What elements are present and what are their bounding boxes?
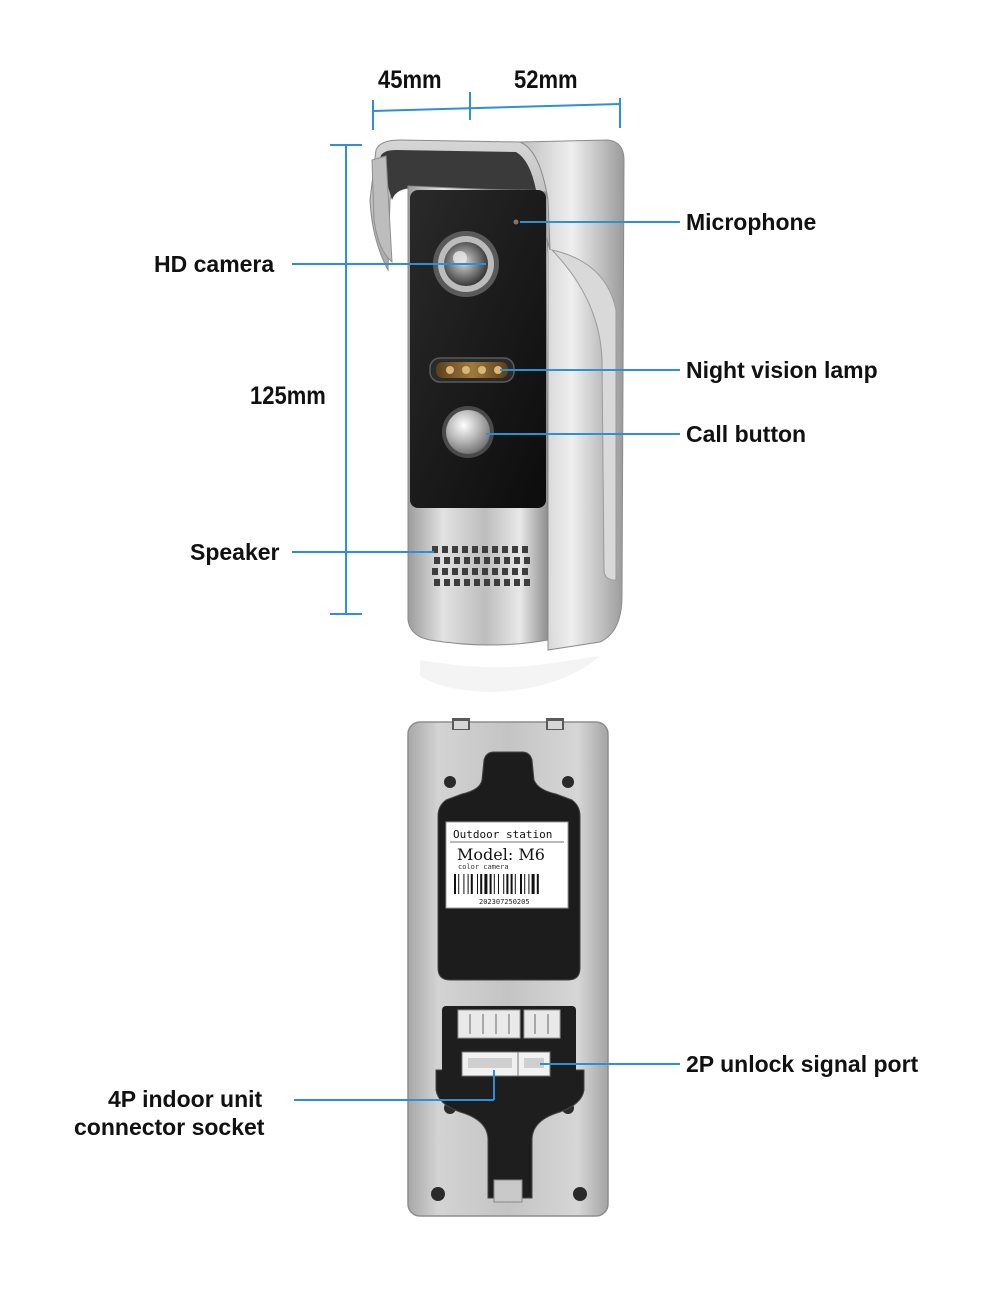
call-button-label: Call button [686, 421, 807, 447]
speaker-hole [494, 579, 500, 586]
speaker-hole [472, 546, 478, 553]
unlock-port-label: 2P unlock signal port [686, 1051, 919, 1077]
barcode-bar [536, 874, 539, 894]
microphone-hole-icon [513, 219, 519, 225]
speaker-hole [474, 557, 480, 564]
speaker-hole [502, 546, 508, 553]
barcode-bar [514, 874, 516, 894]
speaker-hole [464, 579, 470, 586]
speaker-hole [494, 557, 500, 564]
speaker-hole [462, 568, 468, 575]
speaker-hole [502, 568, 508, 575]
speaker-hole [432, 546, 438, 553]
speaker-hole [452, 568, 458, 575]
barcode-bar [463, 874, 465, 894]
speaker-hole [454, 579, 460, 586]
barcode-bar [458, 874, 460, 894]
speaker-hole [484, 579, 490, 586]
speaker-hole [524, 557, 530, 564]
speaker-hole [522, 568, 528, 575]
speaker-hole [512, 546, 518, 553]
speaker-hole [524, 579, 530, 586]
label-heading: Outdoor station [453, 828, 552, 841]
barcode-bar [503, 874, 505, 894]
speaker-hole [514, 579, 520, 586]
speaker-hole [504, 579, 510, 586]
speaker-grille-icon [432, 546, 530, 586]
speaker-hole [514, 557, 520, 564]
height-label: 125mm [250, 382, 326, 410]
speaker-hole [444, 579, 450, 586]
speaker-hole [482, 546, 488, 553]
barcode-bar [531, 874, 535, 894]
width-dimension-line [372, 103, 621, 112]
speaker-hole [454, 557, 460, 564]
hd-camera-label: HD camera [154, 251, 275, 277]
barcode-bar [480, 874, 483, 894]
speaker-hole [462, 546, 468, 553]
barcode-bar [520, 874, 522, 894]
speaker-hole [474, 579, 480, 586]
speaker-hole [512, 568, 518, 575]
leader-lines [292, 221, 680, 1101]
speaker-hole [464, 557, 470, 564]
speaker-hole [522, 546, 528, 553]
speaker-hole [444, 557, 450, 564]
speaker-hole [434, 557, 440, 564]
barcode-bar [467, 874, 469, 894]
night-vision-lamp-label: Night vision lamp [686, 357, 878, 383]
depth-b-label: 52mm [514, 66, 578, 94]
barcode-bar [510, 874, 513, 894]
label-model: Model: M6 [457, 845, 545, 864]
speaker-hole [504, 557, 510, 564]
speaker-hole [492, 546, 498, 553]
call-button-icon [442, 406, 494, 458]
depth-a-label: 45mm [378, 66, 442, 94]
speaker-hole [452, 546, 458, 553]
front-unit [369, 139, 625, 692]
barcode-bar [477, 874, 478, 894]
speaker-label: Speaker [190, 539, 280, 565]
barcode-bar [470, 874, 473, 894]
barcode-bar [493, 874, 495, 894]
microphone-label: Microphone [686, 209, 817, 235]
speaker-hole [442, 568, 448, 575]
speaker-hole [434, 579, 440, 586]
dimension-lines [330, 92, 621, 615]
speaker-hole [482, 568, 488, 575]
speaker-hole [442, 546, 448, 553]
barcode-bar [524, 874, 526, 894]
barcode-bar [528, 874, 530, 894]
speaker-hole [432, 568, 438, 575]
speaker-hole [484, 557, 490, 564]
barcode-bar [506, 874, 509, 894]
barcode-bar [489, 874, 492, 894]
indoor-socket-label-line2: connector socket [74, 1114, 265, 1140]
speaker-hole [492, 568, 498, 575]
label-serial: 202307250205 [479, 898, 530, 906]
barcode-bar [454, 874, 456, 894]
night-vision-lamp-icon [429, 357, 515, 383]
rear-unit: Outdoor station Model: M6 color camera 2… [407, 718, 609, 1217]
speaker-hole [472, 568, 478, 575]
barcode-icon [454, 874, 539, 894]
barcode-bar [498, 874, 499, 894]
barcode-bar [484, 874, 488, 894]
label-subtitle: color camera [458, 863, 509, 871]
indoor-socket-label-line1: 4P indoor unit [108, 1086, 263, 1112]
